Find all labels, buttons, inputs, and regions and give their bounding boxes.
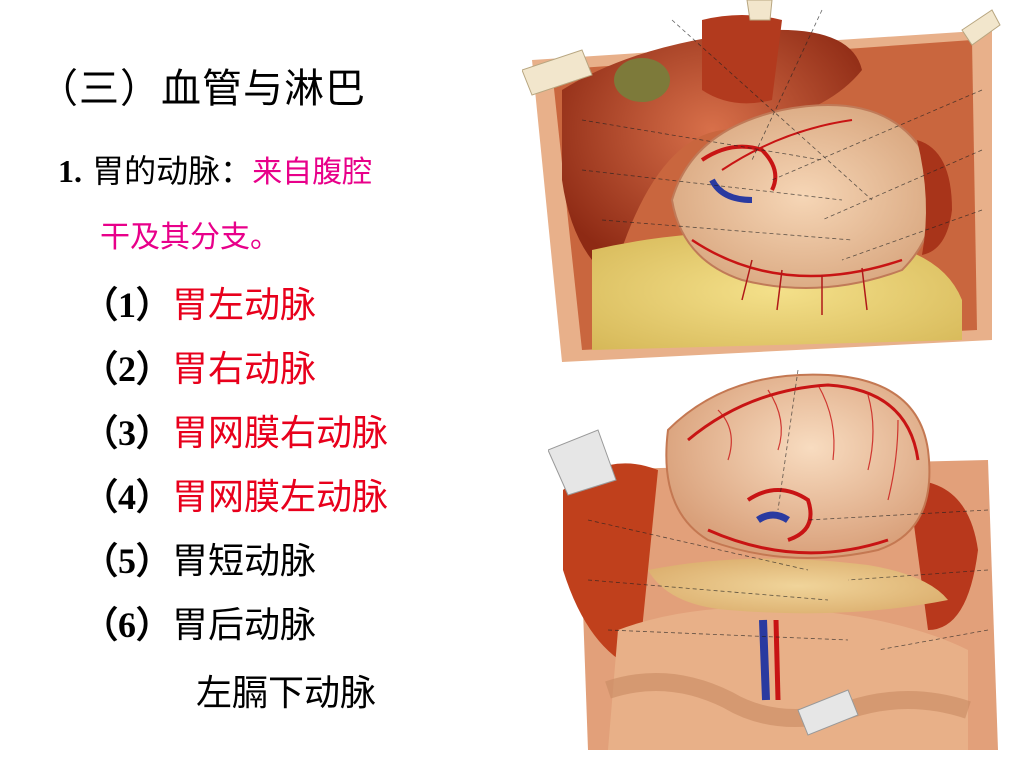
item-label: 胃短动脉 — [172, 541, 317, 582]
item-index: （3） — [82, 413, 173, 453]
stomach-reflected-illustration — [548, 370, 998, 750]
stomach-anterior-illustration — [522, 0, 1001, 362]
list-item: （6） 胃后动脉 — [82, 590, 388, 654]
item-index: （4） — [82, 477, 173, 517]
item-label: 胃后动脉 — [172, 605, 317, 646]
item-label: 胃右动脉 — [172, 349, 317, 390]
list-item: （1） 胃左动脉 — [82, 270, 388, 334]
heading-source-line1: 来自腹腔 — [252, 155, 373, 190]
list-item: （4） 胃网膜左动脉 — [82, 462, 388, 526]
item-label: 胃网膜左动脉 — [172, 477, 389, 518]
list-item: （2） 胃右动脉 — [82, 334, 388, 398]
item-index: （6） — [82, 605, 173, 645]
item-index: （1） — [82, 285, 173, 325]
list-item: （5） 胃短动脉 — [82, 526, 388, 590]
sub-item: 左膈下动脉 — [196, 673, 377, 714]
list-item: （3） 胃网膜右动脉 — [82, 398, 388, 462]
slide-title: （三）血管与淋巴 — [38, 66, 366, 112]
item-label: 胃网膜右动脉 — [172, 413, 389, 454]
heading-number: 1. — [58, 153, 82, 189]
heading-label: 胃的动脉： — [92, 152, 253, 190]
artery-list: （1） 胃左动脉 （2） 胃右动脉 （3） 胃网膜右动脉 （4） 胃网膜左动脉 … — [82, 270, 388, 654]
item-index: （2） — [82, 349, 173, 389]
section-heading: 1. 胃的动脉：来自腹腔 — [58, 146, 372, 192]
item-index: （5） — [82, 541, 173, 581]
item-label: 胃左动脉 — [172, 285, 317, 326]
heading-source-line2: 干及其分支。 — [100, 220, 280, 255]
